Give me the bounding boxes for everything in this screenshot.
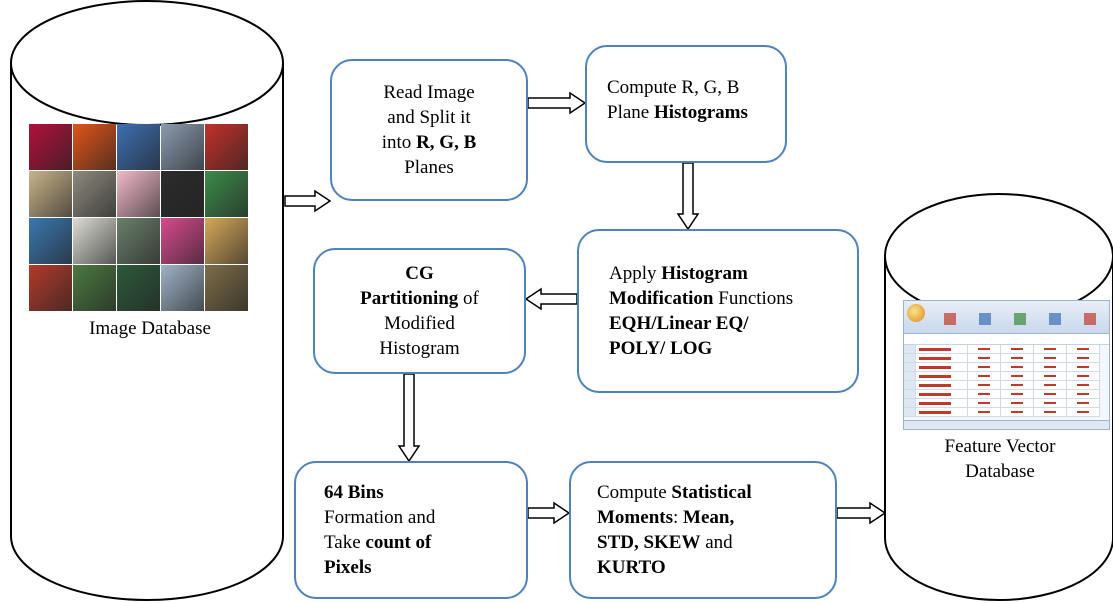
image-thumbnail — [29, 124, 72, 170]
image-thumbnail — [161, 124, 204, 170]
image-thumbnail — [73, 265, 116, 311]
image-thumbnail — [73, 124, 116, 170]
spreadsheet-cell — [968, 381, 1001, 390]
image-thumbnail — [29, 171, 72, 217]
image-thumbnail — [161, 171, 204, 217]
spreadsheet-cell — [1067, 408, 1100, 417]
spreadsheet-cell — [904, 381, 916, 390]
arrow-moments-to-feature-db — [836, 501, 887, 525]
spreadsheet-cell — [968, 372, 1001, 381]
spreadsheet-cell — [1001, 354, 1034, 363]
spreadsheet-cell — [916, 372, 968, 381]
image-thumbnail — [117, 124, 160, 170]
spreadsheet-cell — [968, 390, 1001, 399]
spreadsheet-cell — [904, 372, 916, 381]
image-thumbnail — [29, 265, 72, 311]
image-database-caption: Image Database — [89, 318, 211, 339]
image-thumbnail — [205, 218, 248, 264]
bins-formation-box: 64 Bins Formation and Take count of Pixe… — [294, 461, 528, 599]
apply-histogram-modification-box: Apply Histogram Modification Functions E… — [577, 229, 859, 393]
spreadsheet-cell — [1034, 363, 1067, 372]
arrow-cg-to-bins — [397, 373, 421, 463]
spreadsheet-ribbon — [904, 301, 1109, 334]
spreadsheet-cell — [916, 345, 968, 354]
spreadsheet-cell — [968, 408, 1001, 417]
image-thumbnail — [117, 265, 160, 311]
image-thumbnail — [29, 218, 72, 264]
image-thumbnail — [205, 124, 248, 170]
spreadsheet-cell — [1034, 345, 1067, 354]
image-thumbnail — [205, 171, 248, 217]
spreadsheet-cell — [916, 408, 968, 417]
spreadsheet-cell — [968, 354, 1001, 363]
statistical-moments-box: Compute Statistical Moments: Mean, STD, … — [569, 461, 837, 599]
spreadsheet-cell — [1001, 372, 1034, 381]
spreadsheet-cell — [1001, 390, 1034, 399]
spreadsheet-cell — [1034, 399, 1067, 408]
compute-histograms-box: Compute R, G, B Plane Histograms — [585, 45, 787, 163]
spreadsheet-cell — [1034, 381, 1067, 390]
office-button-icon — [907, 304, 925, 322]
spreadsheet-cell — [1001, 381, 1034, 390]
spreadsheet-grid — [904, 345, 1109, 417]
arrow-bins-to-moments — [527, 501, 571, 525]
spreadsheet-cell — [1067, 354, 1100, 363]
spreadsheet-cell — [916, 381, 968, 390]
spreadsheet-cell — [904, 345, 916, 354]
spreadsheet-cell — [1001, 408, 1034, 417]
spreadsheet-cell — [904, 399, 916, 408]
spreadsheet-cell — [1067, 363, 1100, 372]
spreadsheet-cell — [916, 390, 968, 399]
arrow-apply-to-cg — [524, 287, 578, 311]
feature-spreadsheet-image — [903, 300, 1110, 430]
spreadsheet-cell — [904, 363, 916, 372]
image-thumbnail — [73, 171, 116, 217]
image-thumbnail — [117, 171, 160, 217]
spreadsheet-cell — [1067, 345, 1100, 354]
spreadsheet-cell — [1067, 399, 1100, 408]
spreadsheet-cell — [1067, 372, 1100, 381]
image-thumbnail — [117, 218, 160, 264]
spreadsheet-cell — [1001, 399, 1034, 408]
read-image-box: Read Image and Split it into R, G, B Pla… — [330, 59, 528, 201]
spreadsheet-cell — [1067, 390, 1100, 399]
arrow-hist-to-apply — [676, 162, 700, 231]
spreadsheet-cell — [904, 408, 916, 417]
formula-bar — [904, 334, 1109, 345]
spreadsheet-cell — [916, 363, 968, 372]
spreadsheet-cell — [968, 399, 1001, 408]
spreadsheet-cell — [968, 345, 1001, 354]
spreadsheet-cell — [1034, 354, 1067, 363]
spreadsheet-cell — [1001, 345, 1034, 354]
arrow-read-to-hist — [527, 91, 587, 115]
cg-partitioning-box: CG Partitioning of Modified Histogram — [313, 248, 526, 374]
image-thumbnail — [161, 265, 204, 311]
spreadsheet-cell — [1001, 363, 1034, 372]
spreadsheet-cell — [1034, 390, 1067, 399]
spreadsheet-cell — [1034, 372, 1067, 381]
image-thumbnail — [205, 265, 248, 311]
spreadsheet-cell — [1034, 408, 1067, 417]
arrow-db-to-read — [284, 189, 332, 213]
feature-db-caption: Feature Vector Database — [944, 436, 1056, 482]
spreadsheet-cell — [916, 399, 968, 408]
sheet-tabs — [904, 420, 1109, 429]
image-thumbnail-grid — [29, 124, 248, 311]
image-thumbnail — [161, 218, 204, 264]
spreadsheet-cell — [916, 354, 968, 363]
spreadsheet-cell — [904, 354, 916, 363]
image-thumbnail — [73, 218, 116, 264]
spreadsheet-cell — [904, 390, 916, 399]
spreadsheet-cell — [1067, 381, 1100, 390]
spreadsheet-cell — [968, 363, 1001, 372]
